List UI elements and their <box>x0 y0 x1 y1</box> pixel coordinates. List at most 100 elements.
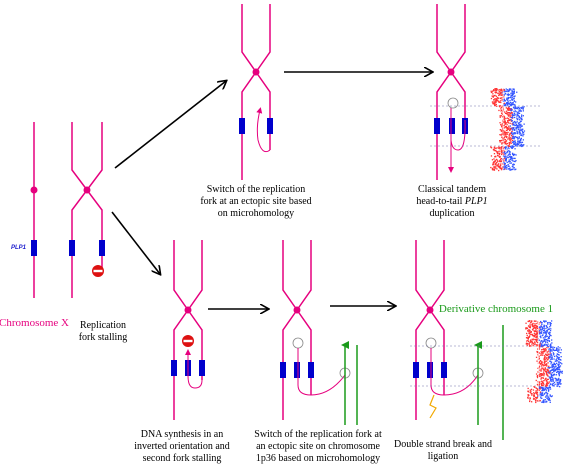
cnv-point <box>500 124 502 126</box>
cnv-point <box>516 136 519 139</box>
cnv-point <box>557 350 559 353</box>
cnv-point <box>520 118 522 120</box>
cnv-point <box>513 160 515 162</box>
cnv-point <box>543 375 545 377</box>
cnv-point <box>512 167 514 169</box>
cnv-point <box>518 124 521 126</box>
cnv-point <box>543 357 545 359</box>
cnv-point <box>511 94 513 96</box>
cnv-point <box>548 333 551 336</box>
cnv-point <box>557 370 559 372</box>
cnv-point <box>530 392 532 394</box>
cnv-point <box>501 99 504 101</box>
cnv-point <box>516 136 518 139</box>
cnv-point <box>492 164 494 166</box>
cnv-point <box>504 99 506 102</box>
cnv-point <box>500 153 503 156</box>
cnv-point <box>551 377 554 379</box>
cnv-point <box>509 142 511 145</box>
cnv-point <box>504 90 506 92</box>
cnv-point <box>531 334 534 336</box>
cnv-point <box>545 384 547 386</box>
cnv-point <box>544 348 546 350</box>
cnv-point <box>494 89 497 91</box>
cnv-point <box>497 163 500 165</box>
cnv-point <box>493 166 495 168</box>
cnv-point <box>501 93 503 96</box>
cnv-point <box>542 328 544 330</box>
cnv-point <box>548 340 551 342</box>
cnv-point <box>493 168 496 170</box>
cnv-point <box>541 373 543 375</box>
cnv-point <box>532 329 534 331</box>
cnv-point <box>506 89 509 91</box>
cnv-point <box>491 91 493 93</box>
cnv-point <box>518 141 520 143</box>
cnv-point <box>494 155 497 157</box>
cnv-point <box>513 141 515 143</box>
cnv-point <box>557 379 559 381</box>
cnv-point <box>515 154 517 156</box>
cnv-point <box>541 393 543 395</box>
cnv-point <box>513 132 515 134</box>
cnv-point <box>521 129 523 131</box>
cnv-point <box>506 99 509 101</box>
cnv-point <box>534 341 536 343</box>
cnv-point <box>539 374 541 376</box>
cnv-point <box>536 388 538 390</box>
cnv-point <box>529 335 531 337</box>
cnv-point <box>542 381 544 383</box>
cnv-point <box>548 356 551 358</box>
cnv-point <box>513 92 515 95</box>
cnv-point <box>529 325 531 327</box>
cnv-point <box>520 117 522 119</box>
cnv-point <box>519 121 522 123</box>
cnv-point <box>541 397 543 399</box>
cnv-point <box>560 362 562 364</box>
cnv-point <box>506 165 508 167</box>
cnv-point <box>525 328 527 330</box>
cnv-point <box>511 152 514 154</box>
cnv-point <box>508 142 510 144</box>
cnv-point <box>538 357 540 359</box>
cnv-point <box>511 145 513 147</box>
cnv-point <box>558 357 560 359</box>
cnv-point <box>539 388 542 390</box>
cnv-point <box>511 168 513 171</box>
cnv-point <box>508 119 510 121</box>
cnv-point <box>526 327 528 330</box>
cnv-point <box>547 359 549 361</box>
cnv-point <box>551 363 554 366</box>
cnv-point <box>544 379 546 381</box>
cnv-point <box>504 162 506 164</box>
cnv-point <box>498 94 500 96</box>
cnv-point <box>528 329 531 331</box>
cnv-point <box>507 103 509 105</box>
cnv-point <box>542 388 544 390</box>
cnv-point <box>496 164 498 166</box>
cnv-point <box>499 89 501 91</box>
cnv-point <box>521 107 523 109</box>
cnv-point <box>492 102 494 104</box>
cnv-point <box>503 89 505 91</box>
cnv-point <box>561 372 563 374</box>
cnv-point <box>511 157 513 159</box>
cnv-point <box>536 383 539 386</box>
cnv-point <box>541 362 543 364</box>
cnv-point <box>551 365 553 367</box>
cnv-point <box>506 168 508 170</box>
cnv-point <box>550 395 553 398</box>
cnv-point <box>551 342 553 344</box>
cnv-point <box>490 97 493 100</box>
cnv-point <box>539 330 541 332</box>
cnv-point <box>540 378 542 380</box>
cnv-point <box>513 137 516 139</box>
gene-box-icon <box>99 240 105 256</box>
cnv-point <box>537 330 539 332</box>
cnv-point <box>507 131 509 134</box>
cnv-point <box>512 106 515 108</box>
cnv-point <box>503 96 505 98</box>
cnv-point <box>493 158 495 160</box>
cnv-point <box>535 399 537 401</box>
cnv-point <box>491 95 493 97</box>
